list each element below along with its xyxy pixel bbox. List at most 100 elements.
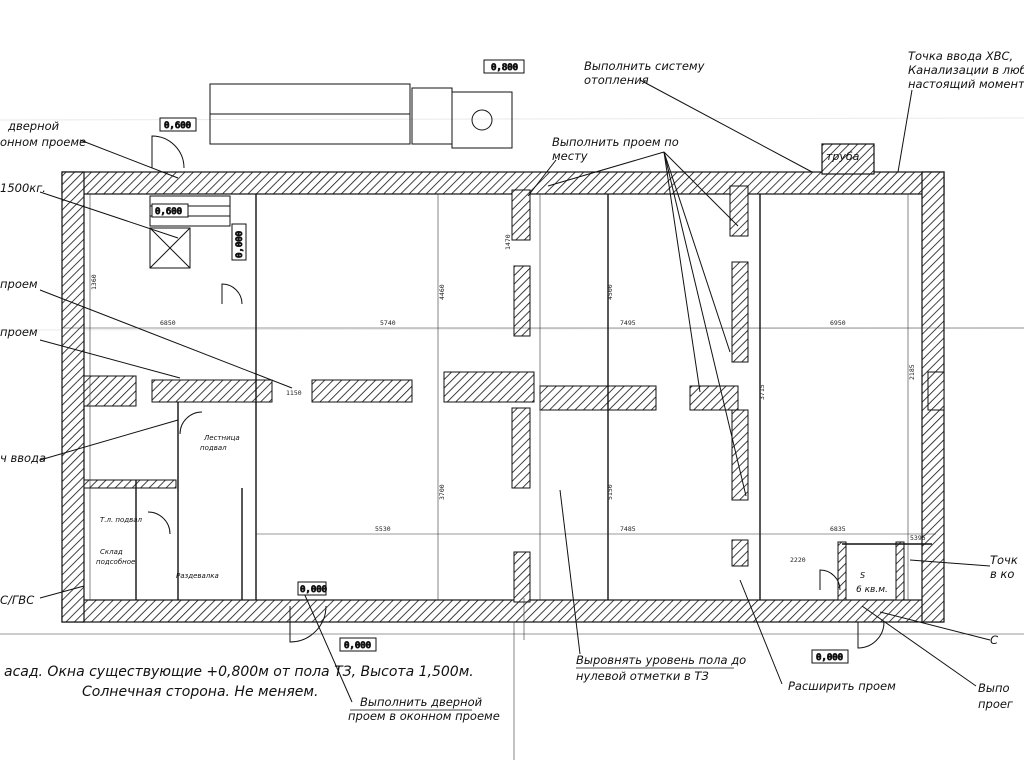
dim-6950: 6950 — [830, 319, 846, 327]
door-bottom-line-1: Выполнить дверной — [360, 695, 483, 709]
wall-v2a — [729, 185, 749, 237]
dim-2220: 2220 — [790, 556, 806, 564]
dim-6850: 6850 — [160, 319, 176, 327]
water-entry-line-2: Канализации в любо — [908, 63, 1024, 77]
room-area-value: 6 кв.м. — [856, 585, 888, 595]
opening-on-site-line-1: Выполнить проем по — [552, 135, 679, 149]
partitions — [135, 194, 932, 600]
dim-3715: 3715 — [758, 384, 766, 400]
door-swing-bath — [819, 569, 841, 591]
leader-lines — [39, 79, 991, 703]
wall-v2d — [731, 539, 749, 567]
wall-v1b — [513, 265, 531, 337]
door-left-top-line-1: дверной — [7, 119, 60, 133]
gvs-left: С/ГВС — [0, 593, 34, 607]
elevation-0000-c: 0,000 — [344, 641, 371, 651]
dim-7485: 7485 — [620, 525, 636, 533]
door-swings — [147, 135, 885, 649]
right-point-line-1: Точк — [990, 553, 1018, 567]
wall-mid-3 — [443, 371, 535, 403]
dim-1150: 1150 — [286, 389, 302, 397]
wall-mid-left — [83, 375, 137, 407]
dim-1360: 1360 — [90, 274, 98, 290]
right-point-line-2: в ко — [990, 567, 1014, 581]
chimney-block — [821, 143, 875, 175]
door-swing-top — [151, 135, 185, 169]
wall-mid-2 — [311, 379, 413, 403]
heating-line-1: Выполнить систему — [584, 59, 705, 73]
wall-bath2 — [895, 541, 905, 601]
elevation-0800: 0,800 — [491, 63, 518, 73]
chimney-label: труба — [826, 150, 860, 163]
dim-5740: 5740 — [380, 319, 396, 327]
weight-left: 1500кг. — [0, 181, 46, 195]
dim-2185: 2185 — [908, 364, 916, 380]
right-bottom-line-2: проег — [978, 697, 1014, 711]
entry-left: ч ввода — [0, 451, 46, 465]
stair-room-label-2: подвал — [200, 444, 227, 452]
elevation-0000-b: 0,000 — [300, 585, 327, 595]
door-left-top-line-2: онном проеме — [0, 135, 86, 149]
wall-top — [61, 171, 945, 195]
heating-line-2: отопления — [584, 73, 649, 87]
dim-7495: 7495 — [620, 319, 636, 327]
door-swing-small — [147, 511, 171, 535]
elevation-marks: 0,800 0,600 0,600 0,000 0,000 0,000 0,00… — [151, 59, 849, 664]
room-labels: Лестница подвал Т.л. подвал Склад подсоб… — [96, 150, 888, 595]
wall-lower-left — [83, 479, 177, 489]
dim-5530: 5530 — [375, 525, 391, 533]
wall-bath — [837, 541, 847, 601]
elevation-0600-b: 0,600 — [155, 207, 182, 217]
wall-mid-1 — [151, 379, 273, 403]
water-entry-line-3: настоящий момента в — [908, 77, 1024, 91]
wall-v1a — [511, 189, 531, 241]
dim-5150: 5150 — [606, 484, 614, 500]
door-swing-bottom — [289, 605, 327, 643]
floor-level-line-1: Выровнять уровень пола до — [576, 653, 746, 667]
room-small-3-label: Раздевалка — [176, 572, 219, 580]
facade-note-line-1: асад. Окна существующие +0,800м от пола … — [4, 664, 474, 680]
facade-note-line-2: Солнечная сторона. Не меняем. — [82, 684, 318, 700]
dim-6835: 6835 — [830, 525, 846, 533]
window-right — [927, 371, 945, 411]
door-bottom-line-2: проем в оконном проеме — [348, 709, 500, 723]
door-swing-mid — [179, 411, 203, 435]
door-swing-exit — [857, 621, 885, 649]
wall-bottom — [61, 599, 943, 623]
widen-opening: Расширить проем — [788, 679, 896, 693]
opening-left-1: проем — [0, 277, 38, 291]
right-c: С — [990, 633, 998, 647]
room-small-1-label: Т.л. подвал — [100, 516, 143, 524]
annotations: Точка ввода ХВС, Канализации в любо наст… — [0, 49, 1024, 723]
truck — [209, 83, 513, 149]
elevation-0000-a: 0,000 — [235, 231, 245, 258]
room-small-2-label-2: подсобное — [96, 558, 135, 566]
door-swing-stair — [221, 283, 243, 305]
wall-v1d — [513, 551, 531, 603]
wall-left — [61, 171, 85, 623]
wall-v2b — [731, 261, 749, 363]
water-entry-line-1: Точка ввода ХВС, — [908, 49, 1013, 63]
floor-level-line-2: нулевой отметки в ТЗ — [576, 669, 709, 683]
wall-v1c — [511, 407, 531, 489]
wall-v2c — [731, 409, 749, 501]
right-bottom-line-1: Выпо — [978, 681, 1010, 695]
dim-4460: 4460 — [438, 284, 446, 300]
dimension-lines — [0, 194, 1024, 760]
dim-1470: 1470 — [504, 234, 512, 250]
wall-mid-4 — [539, 385, 657, 411]
opening-left-2: проем — [0, 325, 38, 339]
dimension-texts: 6850 5740 7495 6950 5530 7485 6835 1360 … — [90, 234, 926, 564]
dim-3700: 3700 — [438, 484, 446, 500]
opening-on-site-line-2: месту — [552, 149, 588, 163]
dim-5395: 5395 — [910, 534, 926, 542]
room-area-s: S — [860, 571, 865, 580]
wall-mid-5 — [689, 385, 739, 411]
interior-walls — [83, 185, 945, 603]
stair-room-label-1: Лестница — [203, 434, 240, 442]
room-small-2-label-1: Склад — [100, 548, 123, 556]
elevation-0000-d: 0,000 — [816, 653, 843, 663]
stair — [149, 195, 231, 269]
lift-shaft — [149, 227, 191, 269]
